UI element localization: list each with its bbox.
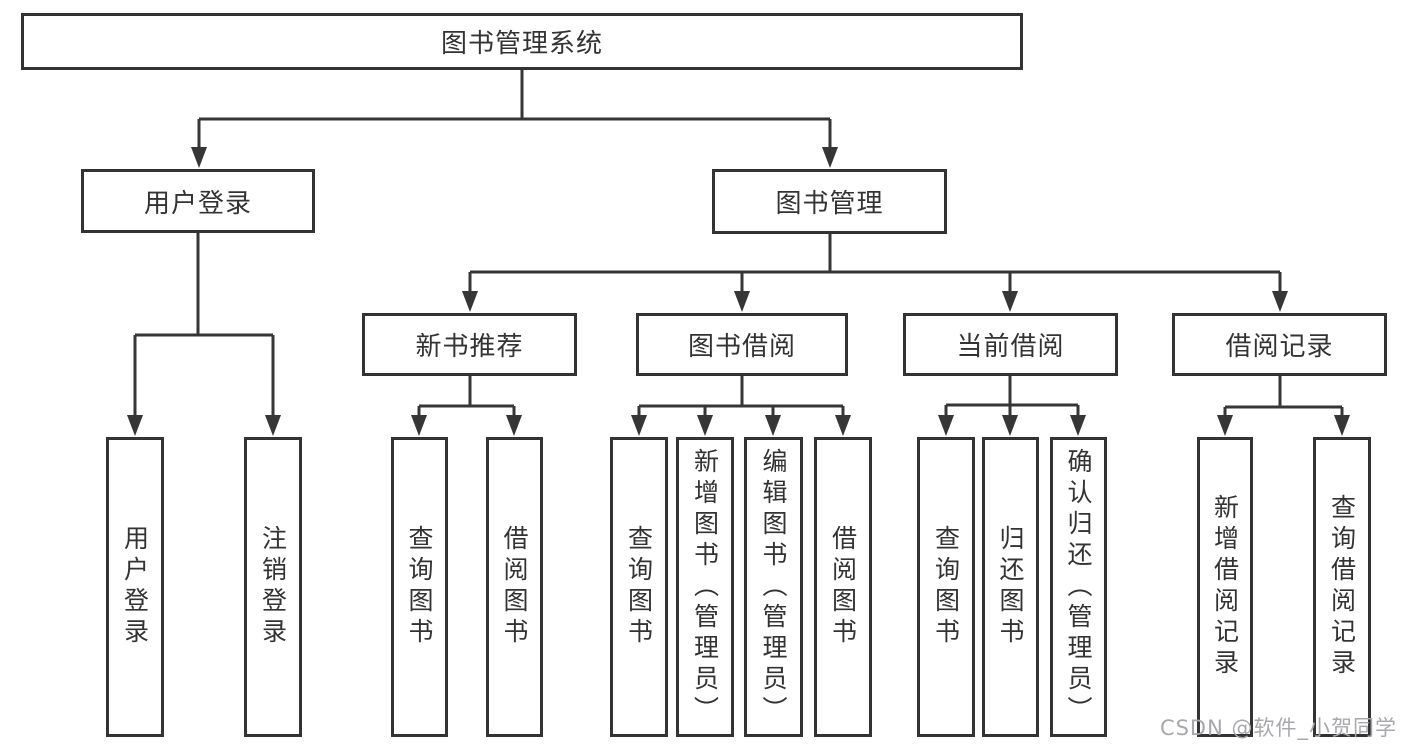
- arrowhead: [411, 415, 427, 436]
- arrowhead: [822, 147, 838, 168]
- arrowhead: [265, 415, 281, 436]
- node-leaf-add-books-admin: 新增图书（管理员）: [676, 437, 734, 737]
- csdn-watermark: CSDN @软件_小贺同学: [1159, 716, 1397, 740]
- connector-current-borrow-to-leaves: [944, 376, 1080, 419]
- arrowhead: [835, 415, 851, 436]
- node-leaf-return-books: 归还图书: [982, 437, 1039, 737]
- arrowhead: [631, 415, 647, 436]
- arrowhead: [734, 291, 750, 312]
- arrowhead: [1002, 415, 1018, 436]
- node-current-borrowing: 当前借阅: [903, 313, 1118, 376]
- arrowhead: [765, 415, 781, 436]
- node-leaf-query-books: 查询图书: [610, 437, 668, 737]
- connector-user-login-to-leaves: [133, 233, 275, 419]
- node-leaf-borrow-books: 借阅图书: [814, 437, 872, 737]
- node-library-management-system: 图书管理系统: [21, 13, 1023, 70]
- node-book-management: 图书管理: [712, 169, 947, 234]
- node-leaf-logout: 注销登录: [244, 437, 302, 737]
- connector-new-book-to-leaves: [417, 376, 516, 419]
- arrowhead: [506, 415, 522, 436]
- connector-borrow-records-to-leaves: [1223, 376, 1344, 419]
- arrowhead: [127, 415, 143, 436]
- arrowhead: [938, 415, 954, 436]
- node-leaf-add-borrow-record: 新增借阅记录: [1197, 437, 1253, 737]
- arrowhead: [191, 147, 207, 168]
- arrowheads: [127, 147, 1350, 436]
- node-book-borrowing: 图书借阅: [636, 313, 848, 376]
- arrowhead: [462, 291, 478, 312]
- node-leaf-confirm-return-admin: 确认归还（管理员）: [1050, 437, 1107, 737]
- node-borrowing-records: 借阅记录: [1172, 313, 1387, 376]
- connector-book-borrow-to-leaves: [637, 376, 845, 419]
- node-leaf-query-books: 查询图书: [917, 437, 975, 737]
- arrowhead: [697, 415, 713, 436]
- node-new-book-recommendation: 新书推荐: [362, 313, 577, 376]
- arrowhead: [1217, 415, 1233, 436]
- node-leaf-borrow-books: 借阅图书: [486, 437, 543, 737]
- connector-book-mgmt-to-level3: [468, 234, 1282, 295]
- node-leaf-user-login: 用户登录: [106, 437, 164, 737]
- node-user-login: 用户登录: [81, 169, 315, 233]
- arrowhead: [1070, 415, 1086, 436]
- node-leaf-edit-books-admin: 编辑图书（管理员）: [744, 437, 803, 737]
- arrowhead: [1002, 291, 1018, 312]
- arrowhead: [1272, 291, 1288, 312]
- arrowhead: [1334, 415, 1350, 436]
- node-leaf-query-borrow-record: 查询借阅记录: [1313, 437, 1371, 737]
- connector-root-to-level2: [197, 70, 832, 150]
- node-leaf-query-books: 查询图书: [391, 437, 448, 737]
